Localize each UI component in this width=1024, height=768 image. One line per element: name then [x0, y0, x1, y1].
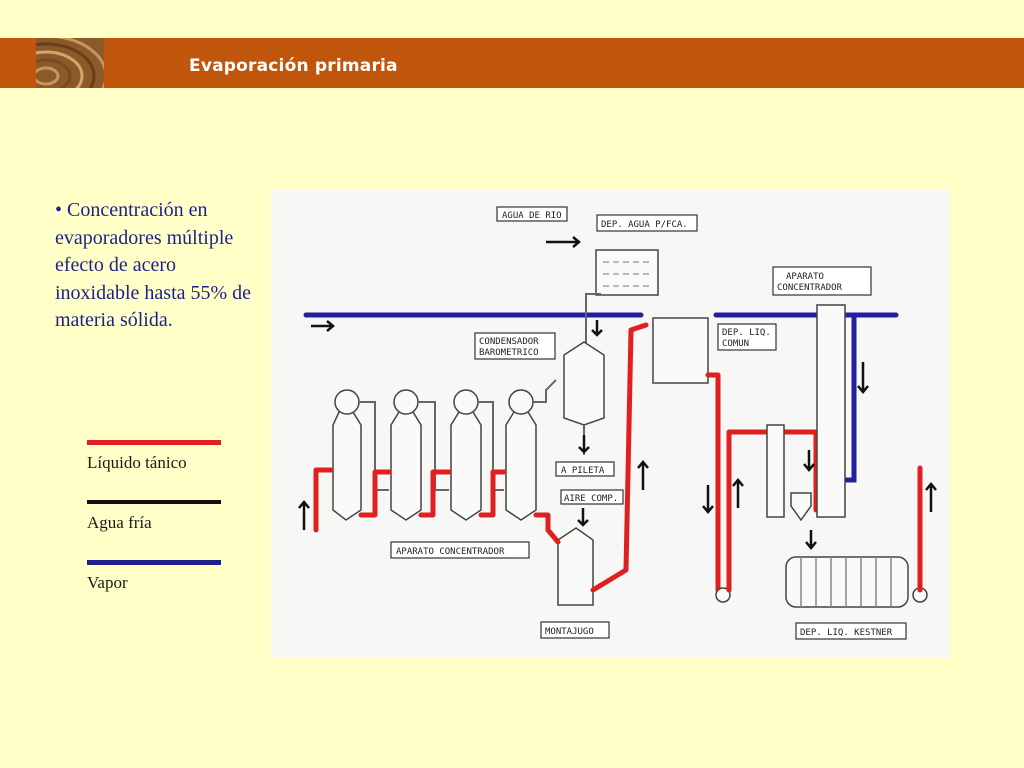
liquid-pipe-in: [313, 467, 334, 533]
evaporator-1: [332, 411, 362, 521]
page-title: Evaporación primaria: [189, 56, 398, 76]
flow-arrow-icon: [311, 320, 335, 332]
label-dep-liq-comun-2: COMUN: [722, 339, 749, 349]
legend-label-liquido: Líquido tánico: [87, 453, 187, 472]
label-aparato-top-1: APARATO: [786, 272, 824, 282]
body-bullet-text: • Concentración en evaporadores múltiple…: [55, 199, 252, 331]
evaporator-4: [505, 411, 537, 521]
header-bar: Evaporación primaria: [0, 38, 1024, 88]
evaporator-bank: [332, 379, 557, 521]
liquid-riser: [590, 322, 649, 593]
legend-label-agua: Agua fría: [87, 513, 152, 532]
legend-swatch-agua: [87, 500, 221, 504]
legend-label-vapor: Vapor: [87, 573, 128, 592]
label-dep-liq-comun-1: DEP. LIQ.: [722, 328, 771, 338]
montajugo-vessel: [557, 527, 594, 606]
label-condensador-2: BAROMETRICO: [479, 348, 539, 358]
label-aparato-top-2: CONCENTRADOR: [777, 283, 843, 293]
label-agua-rio: AGUA DE RIO: [502, 211, 562, 221]
label-montajugo: MONTAJUGO: [545, 627, 594, 637]
wood-logo-icon: [36, 38, 104, 88]
separator: [790, 492, 812, 522]
water-tank: [595, 249, 659, 296]
legend-swatch-liquido: [87, 440, 221, 445]
label-condensador-1: CONDENSADOR: [479, 337, 539, 347]
evaporator-2: [390, 411, 422, 521]
label-dep-liq-kestner: DEP. LIQ. KESTNER: [800, 628, 893, 638]
legend-swatch-vapor: [87, 560, 221, 565]
label-aparato-concentrador: APARATO CONCENTRADOR: [396, 547, 505, 557]
label-aire-comp: AIRE COMP.: [564, 494, 618, 504]
tall-concentrator: [816, 304, 846, 518]
dep-liq-comun-tank: [652, 317, 709, 384]
evaporator-3: [450, 411, 482, 521]
label-dep-agua: DEP. AGUA P/FCA.: [601, 220, 688, 230]
barometric-condenser: [563, 341, 605, 426]
kestner-tank: [785, 556, 909, 608]
label-a-pileta: A PILETA: [561, 466, 605, 476]
process-diagram: AGUA DE RIO DEP. AGUA P/FCA. CONDENSADOR…: [271, 190, 950, 657]
